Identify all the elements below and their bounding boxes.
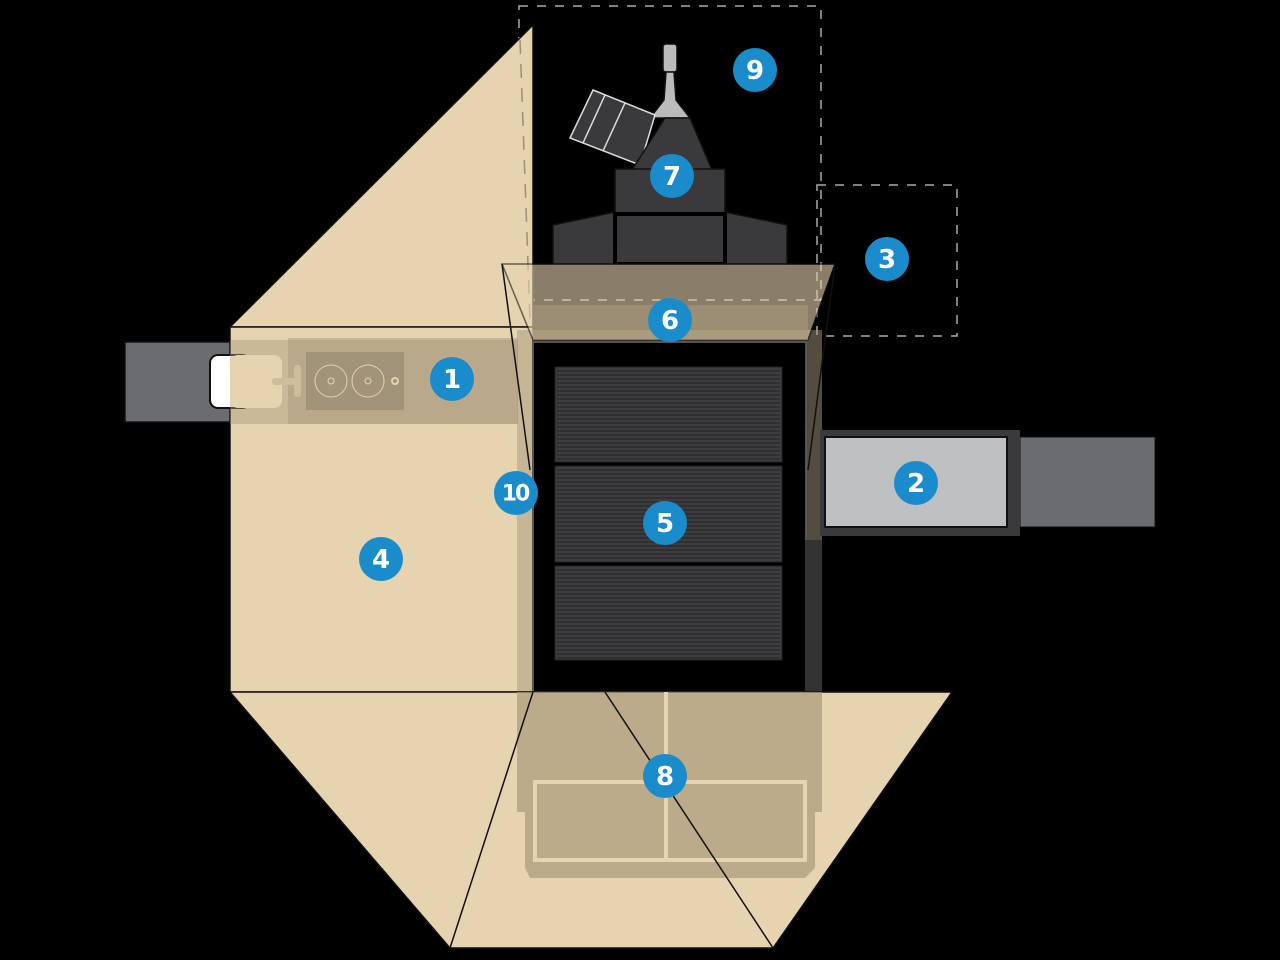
marker-label: 1 [443, 365, 461, 395]
sink [230, 355, 282, 408]
marker-label: 5 [656, 509, 674, 539]
marker-label: 10 [502, 482, 530, 507]
marker-7[interactable]: 7 [650, 154, 694, 198]
marker-label: 6 [661, 306, 679, 336]
burner-icon [351, 364, 385, 398]
cab-equipment [552, 43, 788, 266]
antenna-mount [648, 71, 692, 119]
marker-2[interactable]: 2 [894, 461, 938, 505]
marker-4[interactable]: 4 [359, 537, 403, 581]
marker-label: 7 [663, 162, 681, 192]
rear-awning [228, 691, 954, 949]
stove [306, 352, 404, 410]
marker-label: 4 [372, 545, 390, 575]
marker-1[interactable]: 1 [430, 357, 474, 401]
dashed-zone-3 [816, 184, 958, 337]
kitchen-slide [124, 338, 518, 424]
marker-6[interactable]: 6 [648, 298, 692, 342]
antenna [662, 43, 678, 73]
side-drawer [820, 430, 1156, 536]
marker-5[interactable]: 5 [643, 501, 687, 545]
markers: 1 2 3 4 5 6 7 8 9 10 [359, 48, 938, 798]
marker-label: 8 [656, 762, 674, 792]
marker-9[interactable]: 9 [733, 48, 777, 92]
marker-label: 2 [907, 469, 925, 499]
marker-label: 3 [878, 245, 896, 275]
marker-3[interactable]: 3 [865, 237, 909, 281]
marker-8[interactable]: 8 [643, 754, 687, 798]
marker-10[interactable]: 10 [494, 471, 538, 515]
burner-icon [314, 364, 348, 398]
marker-label: 9 [746, 56, 764, 86]
